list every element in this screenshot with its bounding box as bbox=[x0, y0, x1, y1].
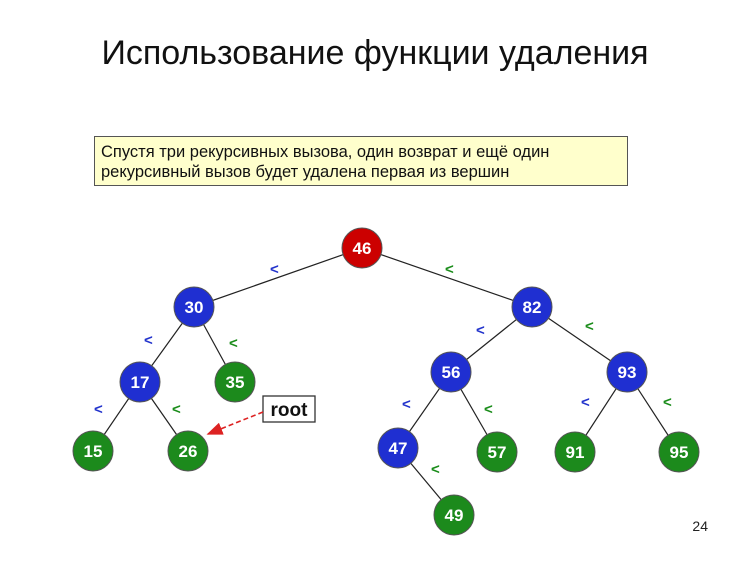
node-value: 15 bbox=[84, 442, 103, 461]
edge-46-82 bbox=[361, 247, 533, 308]
node-value: 56 bbox=[442, 363, 461, 382]
root-label: root bbox=[271, 400, 309, 421]
compare-sign: < bbox=[445, 261, 454, 278]
tree-node: 93 bbox=[606, 351, 648, 393]
node-circle bbox=[606, 351, 648, 393]
tree-node: 91 bbox=[554, 431, 596, 473]
node-circle bbox=[658, 431, 700, 473]
node-value: 91 bbox=[566, 443, 585, 462]
compare-sign: < bbox=[431, 461, 440, 478]
root-pointer: root bbox=[206, 395, 316, 435]
tree-node: 95 bbox=[658, 431, 700, 473]
tree-node: 15 bbox=[72, 430, 114, 472]
root-arrow bbox=[206, 411, 264, 435]
node-circle bbox=[433, 494, 475, 536]
node-value: 82 bbox=[523, 298, 542, 317]
tree-node: 47 bbox=[377, 427, 419, 469]
compare-sign: < bbox=[144, 332, 153, 349]
node-circle bbox=[341, 227, 383, 269]
tree-node: 46 bbox=[341, 227, 383, 269]
compare-sign: < bbox=[585, 318, 594, 335]
compare-sign: < bbox=[229, 335, 238, 352]
tree-node: 56 bbox=[430, 351, 472, 393]
node-value: 26 bbox=[179, 442, 198, 461]
tree-nodes: 46 30 82 17 35 56 93 15 bbox=[72, 227, 700, 536]
node-circle bbox=[119, 361, 161, 403]
node-circle bbox=[167, 430, 209, 472]
node-value: 95 bbox=[670, 443, 689, 462]
page-number: 24 bbox=[692, 518, 708, 534]
note-line-1: Спустя три рекурсивных вызова, один возв… bbox=[101, 143, 550, 161]
node-value: 47 bbox=[389, 439, 408, 458]
compare-sign: < bbox=[476, 322, 485, 339]
root-label-box bbox=[262, 395, 316, 423]
compare-sign: < bbox=[270, 261, 279, 278]
node-circle bbox=[554, 431, 596, 473]
compare-sign: < bbox=[484, 401, 493, 418]
node-value: 46 bbox=[353, 239, 372, 258]
node-circle bbox=[377, 427, 419, 469]
page-title: Использование функции удаления bbox=[101, 34, 649, 72]
compare-sign: < bbox=[581, 394, 590, 411]
node-circle bbox=[173, 286, 215, 328]
node-value: 30 bbox=[185, 298, 204, 317]
tree-node: 35 bbox=[214, 361, 256, 403]
note-line-2: рекурсивный вызов будет удалена первая и… bbox=[101, 163, 510, 181]
tree-node: 26 bbox=[167, 430, 209, 472]
node-value: 49 bbox=[445, 506, 464, 525]
node-circle bbox=[214, 361, 256, 403]
compare-sign: < bbox=[172, 401, 181, 418]
tree-edges bbox=[92, 247, 680, 516]
node-value: 35 bbox=[226, 373, 245, 392]
compare-sign: < bbox=[663, 394, 672, 411]
node-value: 17 bbox=[131, 373, 150, 392]
node-value: 57 bbox=[488, 443, 507, 462]
node-circle bbox=[430, 351, 472, 393]
tree-node: 30 bbox=[173, 286, 215, 328]
tree-node: 49 bbox=[433, 494, 475, 536]
tree-node: 57 bbox=[476, 431, 518, 473]
comparison-markers: < < < < < < < < < < < < < bbox=[94, 261, 672, 478]
node-circle bbox=[72, 430, 114, 472]
tree-node: 17 bbox=[119, 361, 161, 403]
edge-46-30 bbox=[193, 247, 363, 308]
tree-node: 82 bbox=[511, 286, 553, 328]
compare-sign: < bbox=[94, 401, 103, 418]
node-value: 93 bbox=[618, 363, 637, 382]
node-circle bbox=[511, 286, 553, 328]
compare-sign: < bbox=[402, 396, 411, 413]
explanation-note: Спустя три рекурсивных вызова, один возв… bbox=[94, 136, 628, 186]
node-circle bbox=[476, 431, 518, 473]
